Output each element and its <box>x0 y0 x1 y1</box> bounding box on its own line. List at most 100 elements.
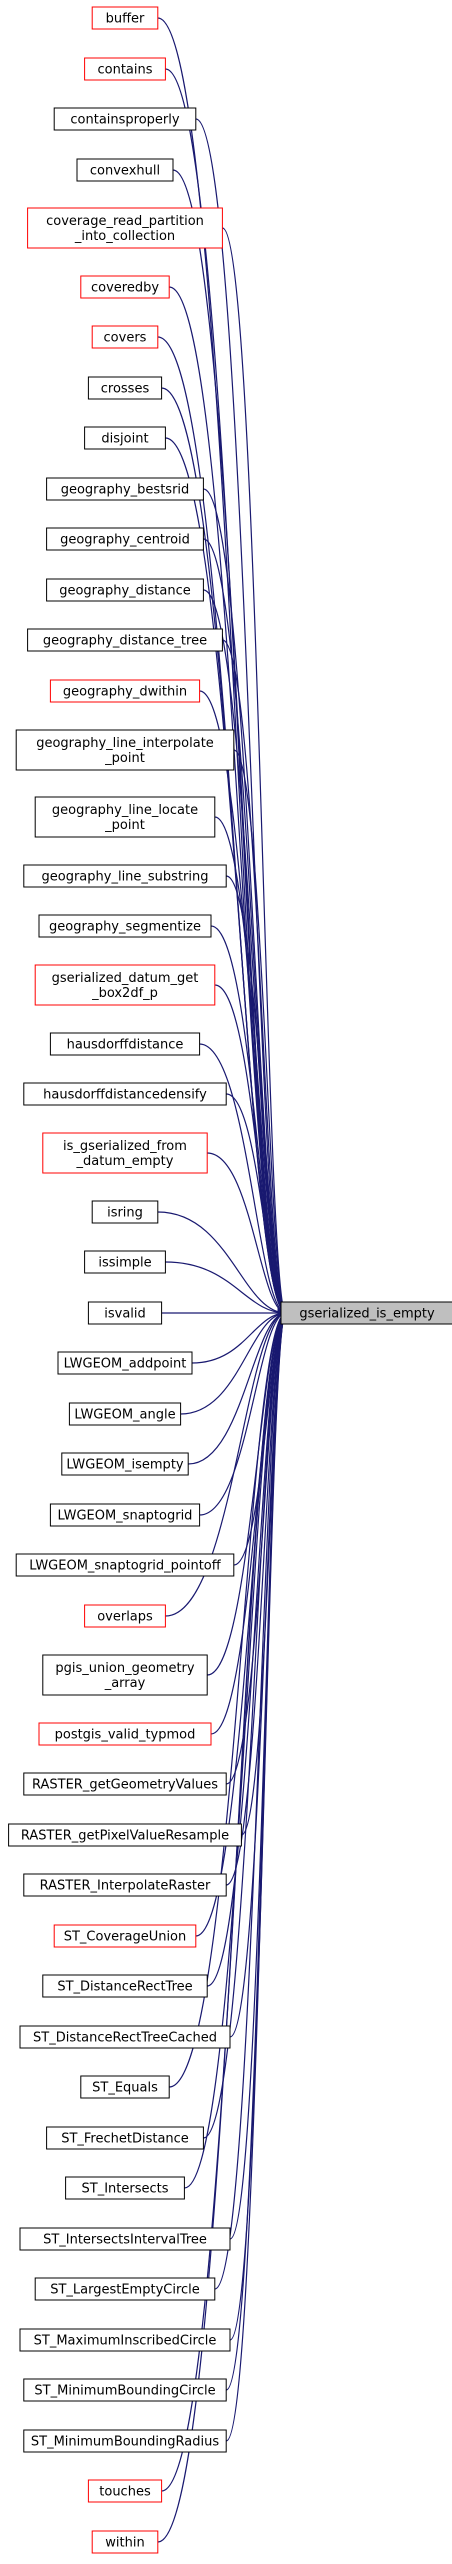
caller-overlaps-label: overlaps <box>97 1610 153 1625</box>
caller-covers[interactable]: covers <box>91 325 159 349</box>
caller-lwgeom-snaptogrid-pointoff[interactable]: LWGEOM_snaptogrid_pointoff <box>15 1553 235 1577</box>
caller-raster-interpolateraster-box <box>23 1873 227 1897</box>
caller-disjoint-box <box>84 426 166 450</box>
caller-st-maximuminscribedcircle[interactable]: ST_MaximumInscribedCircle <box>19 2328 231 2352</box>
caller-lwgeom-isempty-label: LWGEOM_isempty <box>66 1458 184 1473</box>
caller-geography-line-interpolate-point[interactable]: geography_line_interpolate_point <box>15 729 235 771</box>
caller-lwgeom-isempty[interactable]: LWGEOM_isempty <box>61 1452 189 1476</box>
caller-raster-getgeometryvalues-box <box>23 1772 227 1796</box>
caller-is-gserialized-from-datum-empty-label: is_gserialized_from <box>63 1139 187 1154</box>
caller-st-minimumboundingcircle[interactable]: ST_MinimumBoundingCircle <box>23 2378 227 2402</box>
caller-hausdorffdistancedensify-label: hausdorffdistancedensify <box>43 1088 207 1103</box>
caller-st-distancerecttreecached-box <box>19 2025 231 2049</box>
caller-st-distancerecttreecached[interactable]: ST_DistanceRectTreeCached <box>19 2025 231 2049</box>
caller-st-intersectsintervaltree[interactable]: ST_IntersectsIntervalTree <box>19 2227 231 2251</box>
caller-st-distancerecttree-label: ST_DistanceRectTree <box>57 1980 192 1995</box>
caller-pgis-union-geometry-array-box <box>42 1654 208 1696</box>
caller-geography-line-locate-point[interactable]: geography_line_locate_point <box>34 796 216 838</box>
caller-geography-segmentize[interactable]: geography_segmentize <box>38 914 212 938</box>
edge-geography-line-substring <box>226 875 287 1318</box>
caller-st-distancerecttreecached-label: ST_DistanceRectTreeCached <box>33 2031 217 2046</box>
caller-raster-getpixelvalueresample-label: RASTER_getPixelValueResample <box>21 1829 229 1844</box>
caller-crosses[interactable]: crosses <box>87 376 163 400</box>
caller-issimple-box <box>84 1250 166 1274</box>
caller-contains[interactable]: contains <box>84 57 166 81</box>
caller-st-largestemptycircle[interactable]: ST_LargestEmptyCircle <box>34 2277 216 2301</box>
caller-raster-interpolateraster[interactable]: RASTER_InterpolateRaster <box>23 1873 227 1897</box>
caller-lwgeom-addpoint[interactable]: LWGEOM_addpoint <box>57 1351 193 1375</box>
caller-coverage-read-partition-into-collection-label: _into_collection <box>74 229 175 244</box>
caller-containsproperly-label: containsproperly <box>70 113 179 128</box>
caller-st-maximuminscribedcircle-box <box>19 2328 231 2352</box>
edge-raster-interpolateraster <box>225 1308 287 1886</box>
caller-touches[interactable]: touches <box>87 2479 163 2503</box>
caller-coveredby[interactable]: coveredby <box>80 275 170 299</box>
caller-geography-dwithin[interactable]: geography_dwithin <box>49 679 201 703</box>
caller-geography-bestsrid-box <box>46 477 204 501</box>
caller-st-frechetdistance-label: ST_FrechetDistance <box>61 2132 189 2147</box>
edge-containsproperly <box>195 118 287 1318</box>
caller-geography-distance-tree-box <box>27 628 223 652</box>
caller-st-coverageunion[interactable]: ST_CoverageUnion <box>53 1924 197 1948</box>
caller-lwgeom-snaptogrid[interactable]: LWGEOM_snaptogrid <box>49 1503 201 1527</box>
target-gserialized-is-empty[interactable]: gserialized_is_empty <box>280 1301 452 1325</box>
caller-within[interactable]: within <box>91 2530 159 2554</box>
caller-st-minimumboundingcircle-label: ST_MinimumBoundingCircle <box>34 2384 215 2399</box>
caller-convexhull[interactable]: convexhull <box>76 158 174 182</box>
caller-raster-getgeometryvalues[interactable]: RASTER_getGeometryValues <box>23 1772 227 1796</box>
caller-contains-label: contains <box>97 63 152 78</box>
caller-isring[interactable]: isring <box>91 1200 159 1224</box>
caller-buffer[interactable]: buffer <box>91 6 159 30</box>
caller-st-intersectsintervaltree-box <box>19 2227 231 2251</box>
caller-raster-getpixelvalueresample[interactable]: RASTER_getPixelValueResample <box>8 1823 242 1847</box>
caller-st-frechetdistance[interactable]: ST_FrechetDistance <box>46 2126 204 2150</box>
caller-hausdorffdistancedensify[interactable]: hausdorffdistancedensify <box>23 1082 227 1106</box>
caller-containsproperly-box <box>53 107 197 131</box>
caller-geography-distance[interactable]: geography_distance <box>46 578 204 602</box>
caller-containsproperly[interactable]: containsproperly <box>53 107 197 131</box>
caller-st-minimumboundingradius-box <box>23 2429 227 2453</box>
caller-st-coverageunion-label: ST_CoverageUnion <box>64 1930 187 1945</box>
caller-overlaps[interactable]: overlaps <box>84 1604 166 1628</box>
caller-geography-distance-label: geography_distance <box>59 584 191 599</box>
caller-lwgeom-snaptogrid-pointoff-box <box>15 1553 235 1577</box>
caller-pgis-union-geometry-array[interactable]: pgis_union_geometry_array <box>42 1654 208 1696</box>
caller-isvalid[interactable]: isvalid <box>87 1301 163 1325</box>
caller-lwgeom-snaptogrid-label: LWGEOM_snaptogrid <box>58 1509 193 1524</box>
edge-st-distancerecttreecached <box>229 1308 287 2038</box>
edge-geography-distance-tree <box>222 639 287 1318</box>
caller-geography-dwithin-box <box>49 679 201 703</box>
caller-issimple[interactable]: issimple <box>84 1250 166 1274</box>
caller-st-intersects[interactable]: ST_Intersects <box>65 2176 185 2200</box>
caller-raster-interpolateraster-label: RASTER_InterpolateRaster <box>40 1879 211 1894</box>
caller-lwgeom-angle[interactable]: LWGEOM_angle <box>68 1402 182 1426</box>
caller-is-gserialized-from-datum-empty[interactable]: is_gserialized_from_datum_empty <box>42 1132 208 1174</box>
caller-gserialized-datum-get-box2df-p[interactable]: gserialized_datum_get_box2df_p <box>34 964 216 1006</box>
caller-geography-line-substring[interactable]: geography_line_substring <box>23 864 227 888</box>
caller-raster-getgeometryvalues-label: RASTER_getGeometryValues <box>32 1778 218 1793</box>
edge-st-intersects <box>184 1308 287 2189</box>
edge-st-largestemptycircle <box>214 1308 287 2290</box>
edge-hausdorffdistancedensify <box>226 1093 287 1318</box>
caller-coverage-read-partition-into-collection[interactable]: coverage_read_partition_into_collection <box>27 207 223 249</box>
caller-st-minimumboundingradius[interactable]: ST_MinimumBoundingRadius <box>23 2429 227 2453</box>
caller-hausdorffdistance[interactable]: hausdorffdistance <box>49 1032 201 1056</box>
caller-geography-centroid[interactable]: geography_centroid <box>46 527 204 551</box>
caller-geography-distance-tree[interactable]: geography_distance_tree <box>27 628 223 652</box>
caller-isvalid-label: isvalid <box>104 1307 146 1322</box>
caller-touches-box <box>87 2479 163 2503</box>
caller-st-minimumboundingcircle-box <box>23 2378 227 2402</box>
caller-st-distancerecttree[interactable]: ST_DistanceRectTree <box>42 1974 208 1998</box>
caller-disjoint-label: disjoint <box>101 432 148 447</box>
caller-st-largestemptycircle-box <box>34 2277 216 2301</box>
caller-disjoint[interactable]: disjoint <box>84 426 166 450</box>
caller-st-equals[interactable]: ST_Equals <box>80 2075 170 2099</box>
edge-issimple <box>165 1261 287 1318</box>
caller-postgis-valid-typmod[interactable]: postgis_valid_typmod <box>38 1722 212 1746</box>
edge-overlaps <box>165 1308 287 1617</box>
caller-geography-line-substring-box <box>23 864 227 888</box>
caller-hausdorffdistance-label: hausdorffdistance <box>67 1038 184 1053</box>
edge-st-frechetdistance <box>203 1308 287 2139</box>
caller-geography-dwithin-label: geography_dwithin <box>63 685 187 700</box>
caller-geography-bestsrid[interactable]: geography_bestsrid <box>46 477 204 501</box>
